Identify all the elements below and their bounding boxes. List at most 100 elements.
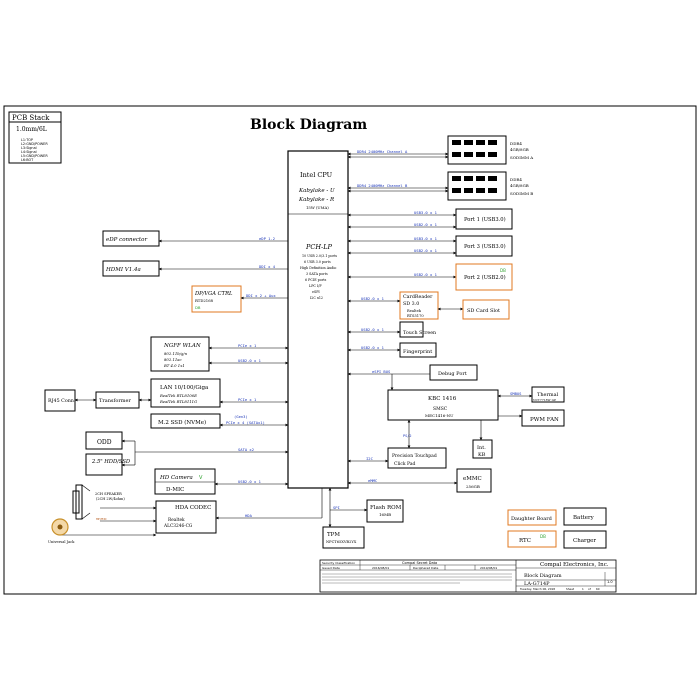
memory-channel-a: DDR4 2400MHz Channel A DDR4 4GB/8GB SODI… bbox=[347, 135, 533, 165]
cpu-line2: Kabylake - R bbox=[298, 197, 334, 203]
tpm-label: TPM bbox=[327, 532, 340, 538]
sheet-number: 1 bbox=[582, 587, 584, 591]
odd-label: ODD bbox=[97, 439, 112, 446]
usb-port-2: USB2.0 x 1 Port 2 (USB2.0) DB bbox=[347, 263, 513, 291]
cpu-name: Intel CPU bbox=[300, 171, 333, 179]
declassified-label: Deciphered Date bbox=[413, 566, 438, 570]
touchpad-label: Click Pad bbox=[394, 461, 416, 467]
thermal-label: Thermal bbox=[537, 392, 559, 398]
hda-chip: ALC3246-CG bbox=[163, 524, 193, 529]
pch-feature: eSPI bbox=[312, 290, 320, 294]
debug-label: Debug Port bbox=[438, 371, 467, 377]
wlan-spec: 802.11ac bbox=[164, 357, 183, 362]
edp-label: eDP connector bbox=[106, 237, 147, 243]
bus-label: USB2.0 x 1 bbox=[238, 358, 262, 363]
bus-label: HDA bbox=[245, 513, 253, 518]
dpvga-block: DP/VGA CTRL RTD2168 DB DDI x 2 + Aux bbox=[191, 285, 288, 313]
intkb-label: KB bbox=[478, 452, 486, 458]
ssd-block: M.2 SSD (NVMe) (Gen3) PCIe x 4 (SATAx1) bbox=[150, 413, 289, 429]
bus-label: PCIe x 1 bbox=[238, 397, 257, 402]
sheet-label: Sheet bbox=[566, 587, 575, 591]
espi-debug: eSPI BUS Debug Port bbox=[347, 364, 478, 391]
sodimm-b-box bbox=[447, 171, 507, 201]
touchpad-block: Precision Touchpad Click Pad I2C bbox=[347, 447, 447, 469]
dmic-label: D-MIC bbox=[166, 487, 184, 493]
bus-label: (Gen3) bbox=[234, 414, 248, 419]
fingerprint-block: Fingerprint USB2.0 x 1 bbox=[347, 342, 437, 358]
rtc-label: RTC bbox=[519, 538, 531, 544]
confidential-notice-lines bbox=[322, 573, 512, 584]
wlan-label: NGFF WLAN bbox=[163, 343, 201, 349]
pcb-layer: L6:BOT bbox=[21, 158, 34, 162]
speaker-label: 2CH SPEAKER bbox=[95, 492, 122, 496]
lan-label: LAN 10/100/Giga bbox=[160, 385, 209, 391]
usb-port-3: USB3.0 x 1 USB2.0 x 1 Port 3 (USB3.0) bbox=[347, 235, 513, 257]
speaker-spec: (2CH 2W/4ohm) bbox=[96, 497, 125, 501]
storage-block: ODD 2.5" HDD/SSD SATA x2 bbox=[85, 431, 289, 476]
power-section: Daughter Board Battery RTC DB Charger bbox=[507, 507, 607, 549]
ssd-label: M.2 SSD (NVMe) bbox=[158, 419, 206, 426]
rtc-tag: DB bbox=[540, 534, 546, 539]
company-name: Compal Electronics, Inc. bbox=[540, 562, 609, 568]
sodimm-b-chips bbox=[452, 176, 497, 193]
bus-label: HP/MIC bbox=[96, 517, 107, 521]
daughter-board-label: Daughter Board bbox=[511, 516, 553, 522]
dpvga-part: RTD2168 bbox=[195, 298, 214, 303]
cpu-line3: 15W (UMA) bbox=[306, 205, 329, 210]
charger-label: Charger bbox=[573, 538, 596, 544]
pch-feature: I2C x12 bbox=[310, 296, 323, 300]
hdmi-block: HDMI V1.4a DDI x 4 bbox=[102, 260, 288, 277]
bus-label: USB2.0 x 1 bbox=[361, 345, 385, 350]
battery-label: Battery bbox=[573, 515, 595, 521]
bus-label: SPI bbox=[333, 505, 340, 510]
revision: 1.0 bbox=[607, 580, 613, 584]
bus-label: eDP 1.2 bbox=[259, 236, 275, 241]
audio-jack-icon: Universal Jack bbox=[48, 518, 75, 544]
page-title: Block Diagram bbox=[250, 117, 367, 133]
intkb-label: Int. bbox=[477, 445, 486, 451]
pcb-layer: L2:GND/POWER bbox=[21, 142, 48, 146]
memory-bus-label: DDR4 2400MHz Channel B bbox=[357, 183, 408, 188]
edp-block: eDP connector eDP 1.2 bbox=[102, 230, 288, 247]
pcb-layer: L5:GND/POWER bbox=[21, 154, 48, 158]
kbc-label: KBC 1416 bbox=[428, 396, 457, 402]
cardreader-block: CardReader SD 3.0 Realtek RTS5170 USB2.0… bbox=[347, 291, 510, 320]
pcb-layer: L4:Signal bbox=[21, 150, 37, 154]
bus-label: SMBUS bbox=[510, 391, 522, 396]
sheet-border bbox=[3, 105, 697, 595]
fingerprint-label: Fingerprint bbox=[403, 349, 432, 355]
bus-label: DDI x 2 + Aux bbox=[246, 293, 276, 298]
sodimm-a-box bbox=[447, 135, 507, 165]
date-line: Tuesday, March 06, 2018 bbox=[519, 587, 555, 591]
sodimm-a-chips bbox=[452, 140, 497, 157]
emmc-size: 256GB bbox=[466, 484, 480, 489]
port-2-label: Port 2 (USB2.0) bbox=[464, 274, 506, 281]
bus-label: USB2.0 x 1 bbox=[414, 272, 438, 277]
bus-label: USB2.0 x 1 bbox=[361, 327, 385, 332]
bus-label: eMMC bbox=[368, 478, 377, 483]
issued-value: 2016/08/01 bbox=[372, 566, 389, 570]
pch-feature: 6 USB 3.0 ports bbox=[304, 260, 331, 264]
tpm-part: NPCT65XVB2YX bbox=[326, 540, 357, 544]
memory-size: 4GB/8GB bbox=[510, 183, 529, 188]
sheet-total: 60 bbox=[596, 587, 600, 591]
usb-port-1: USB3.0 x 1 USB2.0 x 1 Port 1 (USB3.0) bbox=[347, 208, 513, 230]
transformer-label: Transformer bbox=[99, 398, 131, 404]
cpu-pch-block: Intel CPU Kabylake - U Kabylake - R 15W … bbox=[287, 150, 349, 489]
pcb-layer: L1:TOP bbox=[21, 138, 33, 142]
cardreader-chip: RTS5170 bbox=[407, 314, 424, 318]
pch-feature: 10 USB 2.0/3.1 ports bbox=[302, 254, 337, 258]
security-value: Compal Secret Data bbox=[402, 561, 437, 565]
sdslot-label: SD Card Slot bbox=[467, 308, 500, 314]
port-1-label: Port 1 (USB3.0) bbox=[464, 216, 506, 223]
cardreader-sub: SD 3.0 bbox=[403, 301, 419, 307]
camera-block: HD Camera V D-MIC USB2.0 x 1 bbox=[154, 468, 289, 495]
spi-block: SPI Flash ROM 16MB TPM NPCT65XVB2YX bbox=[322, 487, 404, 549]
lan-chip: RealTek RTL8111G bbox=[159, 399, 197, 404]
pch-feature: LPC I/F bbox=[309, 284, 322, 288]
memory-title: DDR4 bbox=[510, 141, 522, 146]
speaker-icon: 2CH SPEAKER (2CH 2W/4ohm) bbox=[72, 484, 125, 520]
pwm-label: PWM FAN bbox=[530, 417, 559, 423]
hda-chip: Realtek bbox=[168, 518, 185, 523]
bus-label: I2C bbox=[366, 456, 373, 461]
